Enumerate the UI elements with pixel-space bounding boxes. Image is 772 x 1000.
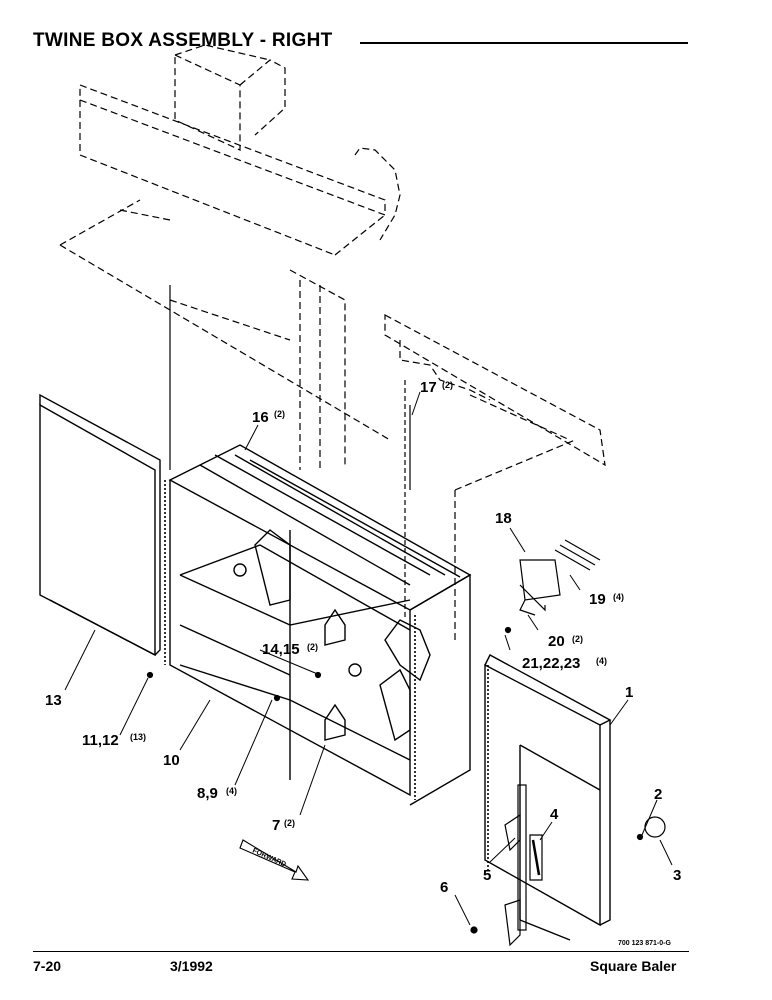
page-title: TWINE BOX ASSEMBLY - RIGHT bbox=[33, 30, 333, 51]
callout-1: 1 bbox=[625, 684, 633, 701]
tension-bracket bbox=[519, 539, 601, 616]
left-door bbox=[39, 393, 161, 657]
callout-labels: 16 (2) 17 (2) 18 19 (4) 20 (2) 21,22,23 … bbox=[45, 379, 681, 896]
callout-20-qty: (2) bbox=[572, 634, 583, 644]
callout-16: 16 bbox=[252, 409, 269, 426]
leader-lines bbox=[64, 391, 673, 926]
callout-6: 6 bbox=[440, 879, 448, 896]
callout-19: 19 bbox=[589, 591, 606, 608]
latch-assembly bbox=[504, 784, 666, 947]
forward-label: FORWARD bbox=[251, 847, 287, 868]
callout-17: 17 bbox=[420, 379, 437, 396]
mounting-rods bbox=[169, 285, 411, 620]
box-hinges bbox=[164, 480, 489, 870]
drawing-part-number: 700 123 871-0-G bbox=[618, 940, 671, 947]
callout-4: 4 bbox=[550, 806, 559, 823]
callout-18: 18 bbox=[495, 510, 512, 527]
title-rule bbox=[360, 42, 688, 44]
callout-19-qty: (4) bbox=[613, 592, 624, 602]
callout-7-qty: (2) bbox=[284, 818, 295, 828]
callout-2: 2 bbox=[654, 786, 662, 803]
callout-11-12-qty: (13) bbox=[130, 732, 146, 742]
callout-8-9-qty: (4) bbox=[226, 786, 237, 796]
upper-mounting-bracket bbox=[59, 44, 401, 441]
callout-10: 10 bbox=[163, 752, 180, 769]
footer-date: 3/1992 bbox=[170, 958, 213, 974]
callout-7: 7 bbox=[272, 817, 280, 834]
callout-13: 13 bbox=[45, 692, 62, 709]
footer-page-number: 7-20 bbox=[33, 958, 62, 974]
callout-16-qty: (2) bbox=[274, 409, 285, 419]
callout-3: 3 bbox=[673, 867, 681, 884]
right-door bbox=[484, 654, 612, 941]
callout-21-22-23-qty: (4) bbox=[596, 656, 607, 666]
footer-product-name: Square Baler bbox=[590, 958, 677, 974]
callout-5: 5 bbox=[483, 867, 491, 884]
callout-17-qty: (2) bbox=[442, 380, 453, 390]
footer-rule bbox=[33, 951, 689, 952]
callout-8-9: 8,9 bbox=[197, 785, 218, 802]
callout-11-12: 11,12 bbox=[82, 732, 119, 749]
forward-arrow: FORWARD bbox=[239, 839, 310, 881]
callout-14-15-qty: (2) bbox=[307, 642, 318, 652]
callout-20: 20 bbox=[548, 633, 565, 650]
twine-box bbox=[168, 444, 472, 806]
callout-21-22-23: 21,22,23 bbox=[522, 655, 580, 672]
vertical-dashed-bracket bbox=[169, 269, 346, 470]
callout-14-15: 14,15 bbox=[262, 641, 300, 658]
right-rail-bracket bbox=[384, 313, 606, 640]
